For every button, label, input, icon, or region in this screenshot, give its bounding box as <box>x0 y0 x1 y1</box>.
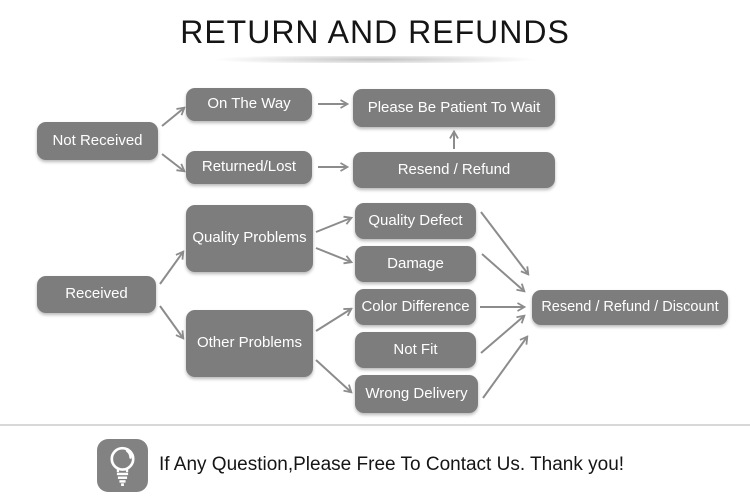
node-wrong-delivery: Wrong Delivery <box>355 375 478 413</box>
arrow-other-problems-to-color-difference <box>315 309 351 332</box>
footer: If Any Question,Please Free To Contact U… <box>97 438 624 492</box>
node-damage: Damage <box>355 246 476 282</box>
node-resend-refund: Resend / Refund <box>353 152 555 188</box>
arrow-quality-problems-to-quality-defect <box>315 218 351 233</box>
title-underline-shadow <box>160 56 590 63</box>
arrow-not-received-to-returned-lost <box>161 153 184 171</box>
node-other-problems: Other Problems <box>186 310 313 377</box>
node-returned-lost: Returned/Lost <box>186 151 312 184</box>
arrow-not-fit-to-final <box>480 316 524 354</box>
node-resend-refund-discount: Resend / Refund / Discount <box>532 290 728 325</box>
arrow-received-to-other-problems <box>159 305 183 338</box>
page-title: RETURN AND REFUNDS <box>180 14 570 50</box>
arrow-not-received-to-on-the-way <box>161 108 184 127</box>
arrow-other-problems-to-wrong-delivery <box>315 359 351 392</box>
node-color-difference: Color Difference <box>355 289 476 325</box>
node-quality-defect: Quality Defect <box>355 203 476 239</box>
node-not-fit: Not Fit <box>355 332 476 368</box>
footer-message: If Any Question,Please Free To Contact U… <box>159 454 625 475</box>
node-not-received: Not Received <box>37 122 158 160</box>
node-on-the-way: On The Way <box>186 88 312 121</box>
arrow-quality-defect-to-final <box>480 211 528 274</box>
footer-divider <box>0 424 750 426</box>
arrow-quality-problems-to-damage <box>315 247 351 262</box>
arrow-wrong-delivery-to-final <box>482 337 527 399</box>
node-please-be-patient-to-wait: Please Be Patient To Wait <box>353 89 555 127</box>
node-quality-problems: Quality Problems <box>186 205 313 272</box>
lightbulb-icon <box>97 438 148 492</box>
arrow-damage-to-final <box>481 253 524 291</box>
node-received: Received <box>37 276 156 313</box>
arrow-received-to-quality-problems <box>159 252 183 285</box>
